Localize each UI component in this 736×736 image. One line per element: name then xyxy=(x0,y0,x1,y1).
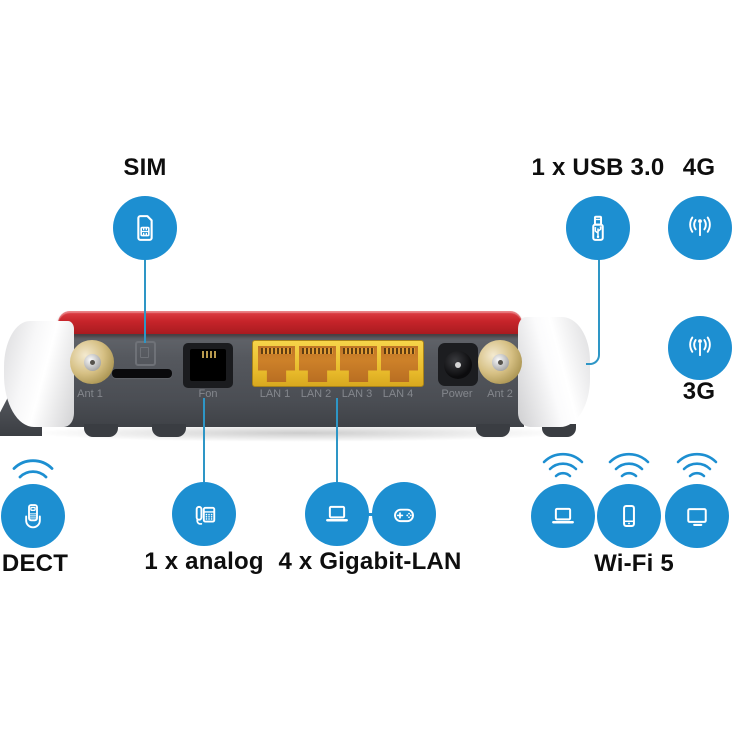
lan-port-block xyxy=(252,340,424,387)
dect-circle xyxy=(1,484,65,548)
router-foot xyxy=(476,424,510,437)
fon-port-opening xyxy=(190,349,226,381)
antenna-connector-2 xyxy=(478,340,522,384)
wifi-smartphone-circle xyxy=(597,484,661,548)
router-red-top xyxy=(58,311,522,334)
4g-circle xyxy=(668,196,732,260)
power-jack xyxy=(438,343,478,386)
port-label-lan1: LAN 1 xyxy=(259,388,291,400)
router-foot xyxy=(84,424,118,437)
gigabit-label: 4 x Gigabit-LAN xyxy=(278,548,462,575)
router-foot xyxy=(152,424,186,437)
analog-callout-line xyxy=(203,398,205,482)
port-label-lan2: LAN 2 xyxy=(300,388,332,400)
fon-port xyxy=(183,343,233,388)
usb-circle xyxy=(566,196,630,260)
wifi-label: Wi-Fi 5 xyxy=(594,550,674,577)
lan-port-3 xyxy=(340,346,377,382)
3g-label: 3G xyxy=(682,378,716,405)
lan-port-1 xyxy=(258,346,295,382)
gigabit-connector-line xyxy=(335,513,405,516)
power-jack-opening xyxy=(444,350,472,379)
lan-port-4 xyxy=(381,346,418,382)
4g-label: 4G xyxy=(682,154,716,181)
usb-stick-icon xyxy=(592,215,604,241)
antenna-connector-center xyxy=(491,353,509,371)
tv-icon xyxy=(687,508,707,526)
router-foot xyxy=(542,424,576,437)
router-right-cap xyxy=(518,317,590,427)
port-label-ant1: Ant 1 xyxy=(77,388,103,400)
analog-circle xyxy=(172,482,236,546)
usb-label: 1 x USB 3.0 xyxy=(531,154,665,181)
sim-label: SIM xyxy=(123,154,167,181)
usb-callout-line xyxy=(586,259,600,365)
router-left-cap xyxy=(4,321,74,427)
wifi-laptop-circle xyxy=(531,484,595,548)
port-label-lan3: LAN 3 xyxy=(341,388,373,400)
sim-card-slot xyxy=(112,369,172,378)
sim-circle xyxy=(113,196,177,260)
gigabit-laptop-circle xyxy=(305,482,369,546)
mobile-antenna-icon xyxy=(689,216,711,237)
mobile-antenna-icon xyxy=(689,336,711,357)
wireless-waves-icon xyxy=(12,459,54,479)
lan-callout-line xyxy=(336,398,338,482)
wifi-waves-icon xyxy=(542,452,584,478)
wifi-waves-icon xyxy=(608,452,650,478)
laptop-icon xyxy=(326,505,348,522)
gigabit-gamepad-circle xyxy=(372,482,436,546)
port-label-ant2: Ant 2 xyxy=(487,388,513,400)
antenna-connector-1 xyxy=(70,340,114,384)
port-label-fon: Fon xyxy=(198,388,218,400)
port-label-power: Power xyxy=(441,388,473,400)
dect-label: DECT xyxy=(1,550,69,577)
desk-phone-icon xyxy=(195,505,216,525)
cordless-phone-icon xyxy=(25,504,41,529)
sim-printed-icon xyxy=(135,341,156,366)
gamepad-icon xyxy=(394,508,414,523)
3g-circle xyxy=(668,316,732,380)
wifi-waves-icon xyxy=(676,452,718,478)
sim-callout-line xyxy=(144,259,146,343)
laptop-icon xyxy=(552,507,574,524)
analog-label: 1 x analog xyxy=(144,548,264,575)
lan-port-2 xyxy=(299,346,336,382)
port-label-lan4: LAN 4 xyxy=(382,388,414,400)
wifi-tv-circle xyxy=(665,484,729,548)
smartphone-icon xyxy=(623,505,635,527)
antenna-connector-center xyxy=(83,353,101,371)
sim-card-icon xyxy=(137,215,153,241)
